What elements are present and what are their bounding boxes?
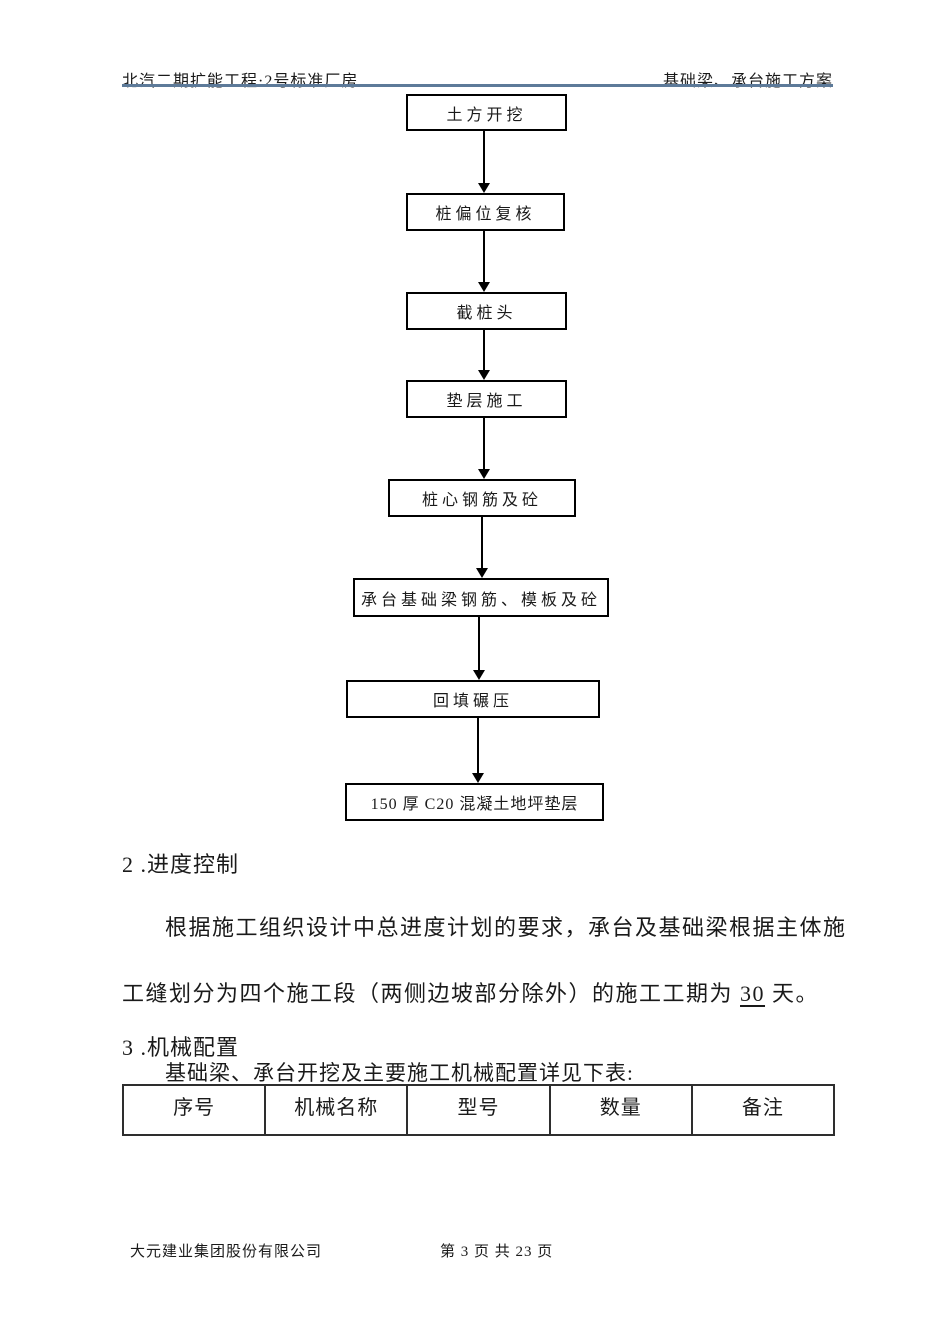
table-header-remarks: 备注 bbox=[690, 1086, 833, 1134]
flow-arrow-7 bbox=[472, 718, 484, 783]
header-doc-title: 基础梁、承台施工方案 bbox=[662, 73, 833, 90]
section-heading-machinery-config: 3 .机械配置 bbox=[122, 1035, 240, 1060]
table-header-machine-name: 机械名称 bbox=[264, 1086, 406, 1134]
section-heading-progress-control: 2 .进度控制 bbox=[122, 852, 240, 877]
flow-step-backfill-compaction: 回填碾压 bbox=[346, 680, 600, 718]
progress-paragraph-line1: 根据施工组织设计中总进度计划的要求，承台及基础梁根据主体施 bbox=[165, 915, 847, 940]
footer-company-name: 大元建业集团股份有限公司 bbox=[130, 1244, 323, 1260]
table-header-serial-number: 序号 bbox=[173, 1097, 216, 1119]
progress-line2-text: 工缝划分为四个施工段（两侧边坡部分除外）的施工工期为 bbox=[122, 981, 741, 1006]
progress-paragraph-line2: 工缝划分为四个施工段（两侧边坡部分除外）的施工工期为 30 天。 bbox=[122, 976, 819, 1008]
flow-step-c20-floor-cushion: 150 厚 C20 混凝土地坪垫层 bbox=[345, 783, 604, 821]
flow-arrow-6 bbox=[473, 617, 485, 680]
header-rule bbox=[122, 84, 833, 87]
table-header-model: 型号 bbox=[406, 1086, 548, 1134]
progress-line2-suffix: 天。 bbox=[765, 981, 820, 1006]
flow-step-pile-deviation-check: 桩偏位复核 bbox=[406, 193, 565, 231]
footer-page-number: 第 3 页 共 23 页 bbox=[440, 1244, 554, 1260]
flow-step-pile-core-rebar-concrete: 桩心钢筋及砼 bbox=[388, 479, 576, 517]
construction-duration-days: 30 bbox=[740, 981, 766, 1006]
header-project-title: 北汽二期扩能工程·2号标准厂房 bbox=[122, 73, 359, 90]
flow-arrow-4 bbox=[478, 418, 490, 479]
flow-step-pile-head-cutting: 截桩头 bbox=[406, 292, 567, 330]
flow-step-earthwork-excavation: 土方开挖 bbox=[406, 94, 567, 131]
machinery-table-intro: 基础梁、承台开挖及主要施工机械配置详见下表: bbox=[165, 1061, 634, 1085]
machinery-table: 序号 机械名称 型号 数量 备注 bbox=[122, 1084, 835, 1136]
flow-arrow-1 bbox=[478, 131, 490, 193]
table-header-quantity: 数量 bbox=[548, 1086, 691, 1134]
flow-step-cushion-construction: 垫层施工 bbox=[406, 380, 567, 418]
flow-arrow-5 bbox=[476, 517, 488, 578]
flow-arrow-3 bbox=[478, 330, 490, 380]
flow-step-cap-beam-rebar-formwork-concrete: 承台基础梁钢筋、模板及砼 bbox=[353, 578, 609, 617]
flow-arrow-2 bbox=[478, 231, 490, 292]
